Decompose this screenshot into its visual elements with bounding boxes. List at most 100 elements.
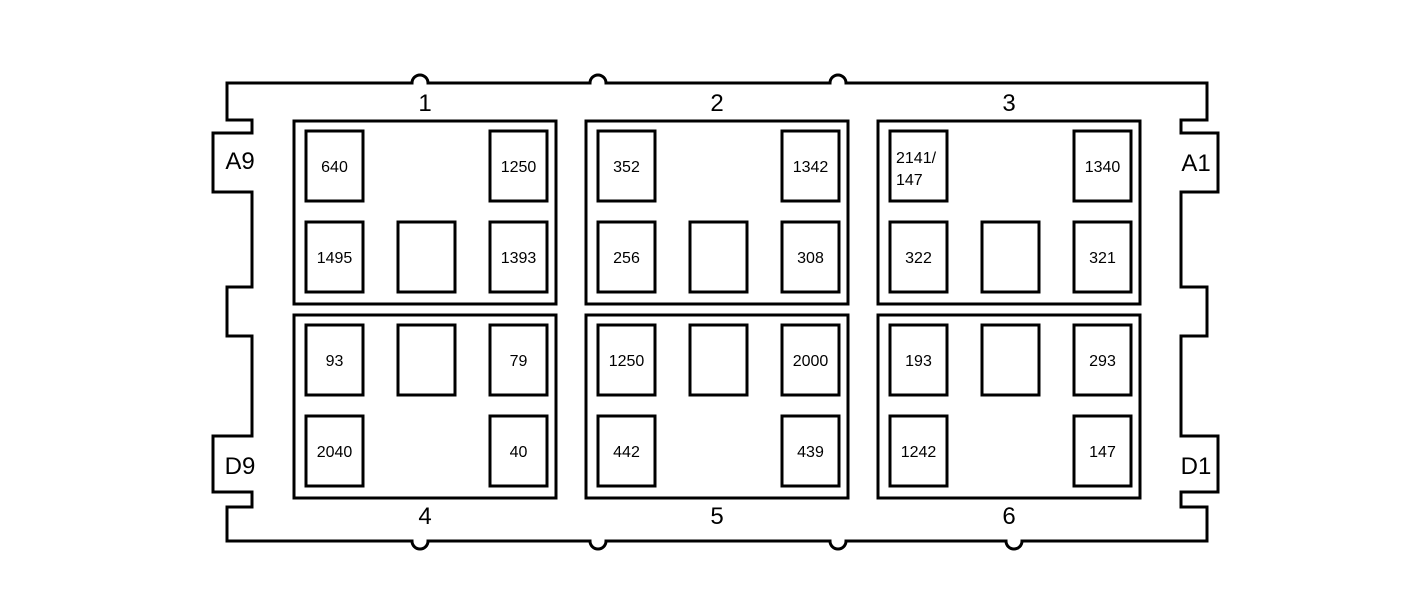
terminal-cavity-frame [1072,220,1133,294]
circuit-number: 147 [1089,444,1116,461]
section-1: 1 640 1250 1495 1393 [292,90,558,306]
terminal-cavity-frame [888,323,949,397]
terminal-cavity-frame [396,323,457,397]
circuit-number: 256 [613,250,640,267]
terminal-cavity: 322 [888,220,949,294]
terminal-cavity: 352 [596,129,657,203]
circuit-number: 1242 [901,444,937,461]
terminal-cavity-frame [596,414,657,488]
circuit-number: 442 [613,444,640,461]
terminal-cavity [980,220,1041,294]
terminal-cavity-frame [888,220,949,294]
terminal-cavity: 2141/147 [888,129,949,203]
terminal-cavity: 293 [1072,323,1133,397]
terminal-cavity-frame [1072,323,1133,397]
pin-label-d9: D9 [225,453,256,480]
circuit-number: 322 [905,250,932,267]
pin-label-d1: D1 [1181,453,1212,480]
terminal-cavity-frame [688,323,749,397]
terminal-cavity-frame [304,220,365,294]
terminal-cavity: 321 [1072,220,1133,294]
section-2: 2 352 1342 256 308 [584,90,850,306]
circuit-number: 2040 [317,444,353,461]
terminal-cavity: 256 [596,220,657,294]
circuit-number: 193 [905,353,932,370]
terminal-cavity: 40 [488,414,549,488]
terminal-cavity-frame [596,129,657,203]
circuit-number: 640 [321,159,348,176]
terminal-cavity: 308 [780,220,841,294]
terminal-cavity: 93 [304,323,365,397]
circuit-number: 293 [1089,353,1116,370]
circuit-number: 1342 [793,159,829,176]
terminal-cavity: 640 [304,129,365,203]
terminal-cavity [980,323,1041,397]
terminal-cavity [688,323,749,397]
terminal-cavity-frame [396,220,457,294]
terminal-cavity: 442 [596,414,657,488]
terminal-cavity: 2040 [304,414,365,488]
terminal-cavity-frame [780,220,841,294]
terminal-cavity-frame [304,414,365,488]
section-number-label: 2 [710,90,723,117]
terminal-cavity-frame [304,323,365,397]
terminal-cavity [396,220,457,294]
section-number-label: 6 [1002,503,1015,530]
circuit-number: 439 [797,444,824,461]
terminal-cavity-frame [980,220,1041,294]
terminal-cavity-frame [780,323,841,397]
terminal-cavity: 1250 [596,323,657,397]
terminal-cavity-frame [980,323,1041,397]
circuit-number: 40 [510,444,528,461]
section-6: 6 193 293 1242 147 [876,313,1142,530]
terminal-cavity-frame [304,129,365,203]
terminal-cavity [396,323,457,397]
terminal-cavity-frame [488,129,549,203]
terminal-cavity-frame [488,414,549,488]
terminal-cavity: 1495 [304,220,365,294]
terminal-cavity: 1342 [780,129,841,203]
circuit-number: 1495 [317,250,353,267]
pin-label-a9: A9 [225,148,254,175]
terminal-cavity: 1393 [488,220,549,294]
circuit-number: 1393 [501,250,537,267]
section-number-label: 1 [418,90,431,117]
circuit-number: 321 [1089,250,1116,267]
circuit-number: 1340 [1085,159,1121,176]
circuit-number: 308 [797,250,824,267]
circuit-number: 1250 [609,353,645,370]
circuit-number: 79 [510,353,528,370]
terminal-cavity: 147 [1072,414,1133,488]
section-number-label: 3 [1002,90,1015,117]
terminal-cavity [688,220,749,294]
terminal-cavity: 1250 [488,129,549,203]
terminal-cavity: 193 [888,323,949,397]
section-3: 3 2141/147 1340 322 321 [876,90,1142,306]
section-4: 4 93 79 2040 40 [292,313,558,530]
terminal-cavity: 79 [488,323,549,397]
terminal-cavity: 2000 [780,323,841,397]
pin-label-a1: A1 [1181,150,1210,177]
terminal-cavity: 439 [780,414,841,488]
terminal-cavity: 1340 [1072,129,1133,203]
terminal-cavity-frame [596,220,657,294]
terminal-cavity-frame [888,129,949,203]
terminal-cavity-frame [688,220,749,294]
terminal-cavity-frame [488,220,549,294]
section-number-label: 4 [418,503,431,530]
terminal-cavity-frame [1072,129,1133,203]
terminal-cavity: 1242 [888,414,949,488]
circuit-number: 352 [613,159,640,176]
terminal-cavity-frame [888,414,949,488]
circuit-number: 2000 [793,353,829,370]
terminal-cavity-frame [1072,414,1133,488]
circuit-number: 1250 [501,159,537,176]
terminal-cavity-frame [780,129,841,203]
circuit-number: 2141/147 [896,150,937,189]
terminal-cavity-frame [488,323,549,397]
terminal-cavity-frame [596,323,657,397]
circuit-number: 93 [326,353,344,370]
